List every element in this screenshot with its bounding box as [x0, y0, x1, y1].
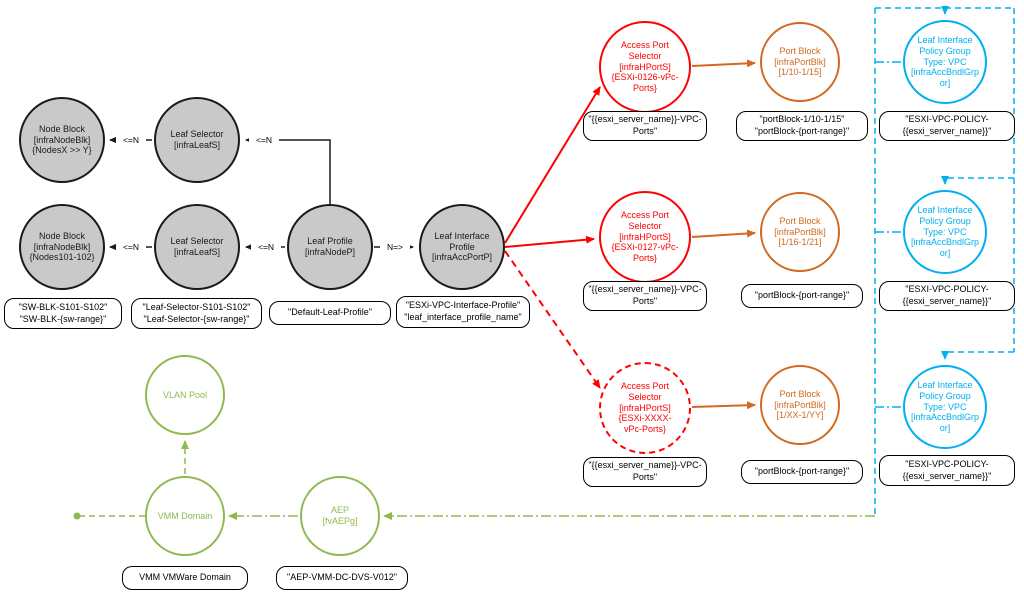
policy-group-3-label: "ESXI-VPC-POLICY- {{esxi_server_name}}": [879, 455, 1015, 486]
access-port-selector-2-circle: Access Port Selector [infraHPortS] {ESXi…: [599, 191, 691, 283]
policy-group-2-label: "ESXI-VPC-POLICY- {{esxi_server_name}}": [879, 281, 1015, 311]
port-block-3-circle: Port Block [infraPortBlk] [1/XX-1/YY]: [760, 365, 840, 445]
vlan-pool-circle: VLAN Pool: [145, 355, 225, 435]
edge-label-ls2-lp: <=N: [251, 241, 281, 253]
port-block-1-label: "portBlock-1/10-1/15" "portBlock-{port-r…: [736, 111, 868, 141]
edge-label-nb2-ls2: <=N: [116, 241, 146, 253]
access-port-selector-3-circle: Access Port Selector [infraHPortS] {ESXi…: [599, 362, 691, 454]
leaf-selector-top-circle: Leaf Selector [infraLeafS]: [154, 97, 240, 183]
cyan-connectors: [874, 6, 1015, 516]
node-block-x-circle: Node Block [infraNodeBlk] {NodesX >> Y}: [19, 97, 105, 183]
vmm-domain-label: VMM VMWare Domain: [122, 566, 248, 590]
access-port-selector-2-label: "{{esxi_server_name}}-VPC- Ports": [583, 281, 707, 311]
edge-label-nb1-ls1: <=N: [116, 134, 146, 146]
node-block-101-circle: Node Block [infraNodeBlk] {Nodes101-102}: [19, 204, 105, 290]
leaf-selector-bottom-label: "Leaf-Selector-S101-S102" "Leaf-Selector…: [131, 298, 262, 329]
green-connectors: [73, 440, 875, 520]
policy-group-3-circle: Leaf Interface Policy Group Type: VPC [i…: [903, 365, 987, 449]
leaf-profile-label: "Default-Leaf-Profile": [269, 301, 391, 325]
policy-group-2-circle: Leaf Interface Policy Group Type: VPC [i…: [903, 190, 987, 274]
access-port-selector-1-label: "{{esxi_server_name}}-VPC- Ports": [583, 111, 707, 141]
policy-group-1-circle: Leaf Interface Policy Group Type: VPC [i…: [903, 20, 987, 104]
leaf-interface-profile-circle: Leaf Interface Profile [infraAccPortP]: [419, 204, 505, 290]
leaf-selector-bottom-circle: Leaf Selector [infraLeafS]: [154, 204, 240, 290]
port-block-2-circle: Port Block [infraPortBlk] [1/16-1/21]: [760, 192, 840, 272]
aep-label: "AEP-VMM-DC-DVS-V012": [276, 566, 408, 590]
red-connectors: [504, 86, 601, 389]
node-block-101-label: "SW-BLK-S101-S102" "SW-BLK-{sw-range}": [4, 298, 122, 329]
edge-label-ls1-lp: <=N: [249, 134, 279, 146]
orange-connectors: [691, 59, 756, 410]
vmm-domain-circle: VMM Domain: [145, 476, 225, 556]
line-start-dot: [73, 512, 81, 520]
leaf-interface-profile-label: "ESXi-VPC-Interface-Profile" "leaf_inter…: [396, 296, 530, 328]
aep-circle: AEP [fvAEPg]: [300, 476, 380, 556]
port-block-3-label: "portBlock-{port-range}": [741, 460, 863, 484]
port-block-1-circle: Port Block [infraPortBlk] [1/10-1/15]: [760, 22, 840, 102]
access-port-selector-3-label: "{{esxi_server_name}}-VPC- Ports": [583, 457, 707, 487]
edge-label-lp-lip: N=>: [380, 241, 410, 253]
access-port-selector-1-circle: Access Port Selector [infraHPortS] {ESXi…: [599, 21, 691, 113]
leaf-profile-circle: Leaf Profile [infraNodeP]: [287, 204, 373, 290]
port-block-2-label: "portBlock-{port-range}": [741, 284, 863, 308]
policy-group-1-label: "ESXI-VPC-POLICY- {{esxi_server_name}}": [879, 111, 1015, 141]
